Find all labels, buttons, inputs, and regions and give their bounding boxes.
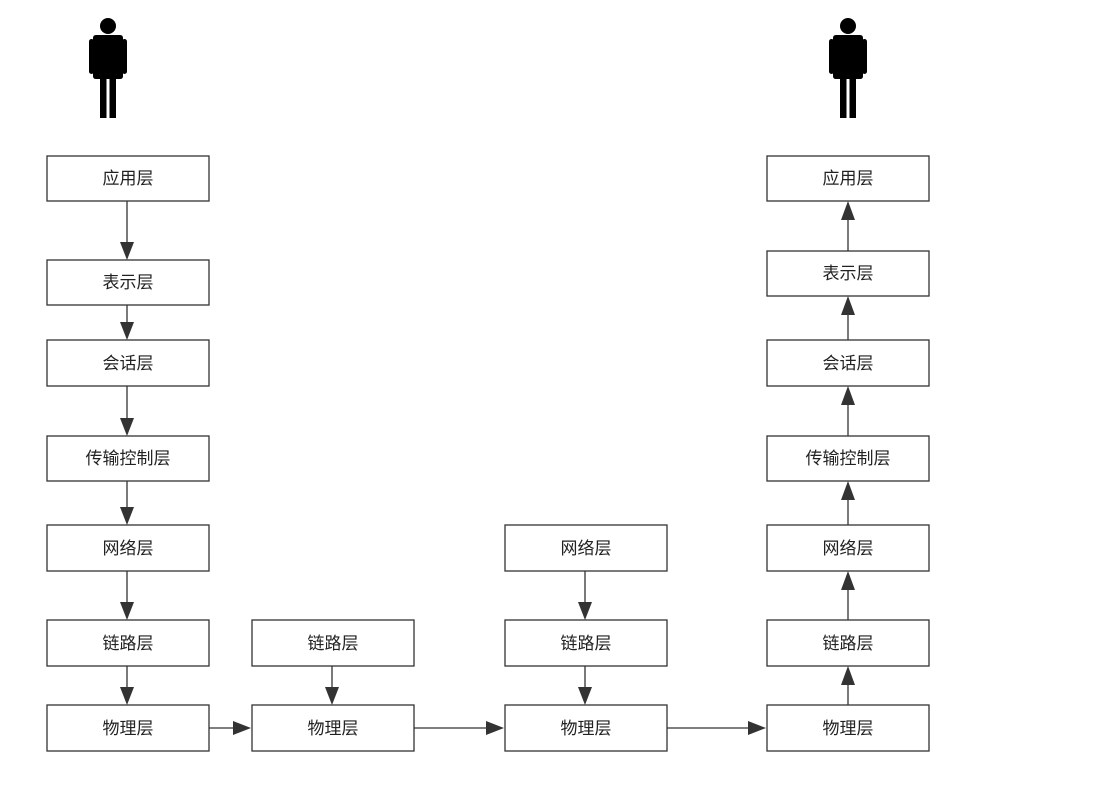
receiver-transport-layer-box: 传输控制层	[766, 435, 930, 482]
layer-label: 会话层	[103, 354, 154, 374]
layer-label: 传输控制层	[86, 449, 171, 469]
receiver-person-icon	[829, 18, 867, 118]
arrow-router-link-to-physical	[578, 666, 592, 705]
arrow-sender-session-to-transport	[120, 386, 134, 436]
layer-label: 传输控制层	[806, 449, 891, 469]
arrow-receiver-network-to-transport	[841, 481, 855, 525]
arrow-sender-network-to-link	[120, 571, 134, 620]
sender-network-layer-box: 网络层	[46, 524, 210, 572]
switch-physical-layer-box: 物理层	[251, 704, 415, 752]
arrow-router-network-to-link	[578, 571, 592, 620]
arrow-switch-link-to-physical	[325, 666, 339, 705]
router-link-layer-box: 链路层	[504, 619, 668, 667]
router-physical-layer-box: 物理层	[504, 704, 668, 752]
arrow-receiver-presentation-to-application	[841, 201, 855, 251]
arrow-sender-link-to-physical	[120, 666, 134, 705]
layer-label: 物理层	[308, 719, 359, 739]
receiver-link-layer-box: 链路层	[766, 619, 930, 667]
arrow-physical-switch-to-router	[414, 721, 504, 735]
switch-link-layer-box: 链路层	[251, 619, 415, 667]
arrow-receiver-physical-to-link	[841, 666, 855, 705]
sender-presentation-layer-box: 表示层	[46, 259, 210, 306]
receiver-physical-layer-box: 物理层	[766, 704, 930, 752]
arrow-physical-sender-to-switch	[209, 721, 251, 735]
layer-label: 物理层	[823, 719, 874, 739]
layer-label: 物理层	[103, 719, 154, 739]
arrow-sender-presentation-to-session	[120, 305, 134, 340]
layer-label: 网络层	[103, 539, 154, 559]
layer-label: 链路层	[561, 634, 612, 654]
arrow-physical-router-to-receiver	[667, 721, 766, 735]
sender-session-layer-box: 会话层	[46, 339, 210, 387]
layer-label: 应用层	[823, 169, 874, 189]
sender-transport-layer-box: 传输控制层	[46, 435, 210, 482]
router-stack: 网络层 链路层 物理层	[504, 524, 668, 752]
layer-label: 网络层	[561, 539, 612, 559]
arrow-sender-application-to-presentation	[120, 201, 134, 260]
sender-person-icon	[89, 18, 127, 118]
receiver-presentation-layer-box: 表示层	[766, 250, 930, 297]
arrow-receiver-session-to-presentation	[841, 296, 855, 340]
switch-stack: 链路层 物理层	[251, 619, 415, 752]
arrow-receiver-link-to-network	[841, 571, 855, 620]
sender-link-layer-box: 链路层	[46, 619, 210, 667]
layer-label: 物理层	[561, 719, 612, 739]
layer-label: 表示层	[103, 273, 154, 293]
layer-label: 链路层	[103, 634, 154, 654]
sender-application-layer-box: 应用层	[46, 155, 210, 202]
receiver-stack: 应用层 表示层 会话层 传输控制层 网络层 链路层 物理层	[766, 155, 930, 752]
layer-label: 网络层	[823, 539, 874, 559]
sender-physical-layer-box: 物理层	[46, 704, 210, 752]
layer-label: 表示层	[823, 264, 874, 284]
layer-label: 链路层	[308, 634, 359, 654]
receiver-application-layer-box: 应用层	[766, 155, 930, 202]
layer-label: 会话层	[823, 354, 874, 374]
sender-stack: 应用层 表示层 会话层 传输控制层 网络层 链路层 物理层	[46, 155, 210, 752]
layer-label: 应用层	[103, 169, 154, 189]
arrow-receiver-transport-to-session	[841, 386, 855, 436]
arrow-sender-transport-to-network	[120, 481, 134, 525]
layer-label: 链路层	[823, 634, 874, 654]
receiver-session-layer-box: 会话层	[766, 339, 930, 387]
router-network-layer-box: 网络层	[504, 524, 668, 572]
edges	[120, 201, 855, 735]
receiver-network-layer-box: 网络层	[766, 524, 930, 572]
